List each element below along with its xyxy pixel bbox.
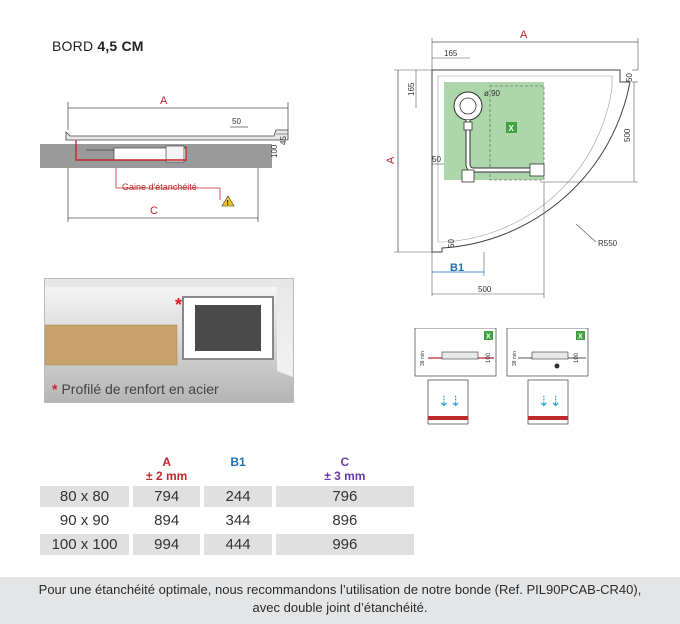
footer-line-2: avec double joint d’étanchéité. [252,600,428,615]
table-row: 80 x 80 794 244 796 [40,486,414,507]
header-a: A ± 2 mm [146,455,188,483]
profile-star: * [175,295,182,315]
profile-illustration: * [45,287,293,402]
profile-caption: *Profilé de renfort en acier [52,381,219,397]
plan-radius: R550 [598,239,618,248]
dim-a-label: A [160,95,168,107]
cross-section-diagram: A 50 Gaine d'étanchéité ! 100 45 C [40,95,289,222]
plan-dim-a-top: A [520,29,528,41]
plan-dim-165-side: 165 [407,82,416,96]
tray-profile [65,129,289,141]
svg-text:⇣⇣: ⇣⇣ [438,393,461,409]
plan-diagram: A 165 A 165 ø 90 X 50 500 50 50 B1 500 R… [385,29,639,298]
drain-diameter: ø 90 [484,89,501,98]
table-header-row: A ± 2 mm B1 C ± 3 mm [40,455,414,483]
warning-icon [221,195,235,207]
plan-dim-50-left: 50 [432,155,441,164]
plan-dim-b1: B1 [450,262,464,274]
plan-dim-500-right: 500 [623,128,632,142]
header-b1: B1 [230,455,246,469]
title-value: 4,5 CM [97,38,144,54]
drain-circle [453,91,483,121]
header-c: C ± 3 mm [324,455,366,483]
caption-star: * [52,381,58,397]
plan-dim-165-top: 165 [444,49,458,58]
x-badge-icon [506,122,517,133]
plan-dim-500-bottom: 500 [478,285,492,294]
table-row: 90 x 90 894 344 896 [40,510,414,531]
install-icons: X 38 min 100 ⇣⇣ X 38 min 100 ⇣⇣ [414,328,589,425]
dim-c-label: C [150,205,158,217]
svg-text:!: ! [227,200,229,207]
install-icon-left: X 38 min 100 ⇣⇣ [414,328,497,425]
profile-photo: * [44,278,294,403]
dim-50-label: 50 [232,117,241,126]
gaine-outline [75,140,187,161]
svg-text:X: X [509,124,515,133]
dim-100-label: 100 [270,144,279,158]
dimensions-table: A ± 2 mm B1 C ± 3 mm 80 x 80 794 244 796… [36,452,418,558]
svg-text:100: 100 [574,352,580,363]
svg-text:X: X [578,334,583,341]
plan-dim-a-side: A [385,156,397,164]
page-title: BORD 4,5 CM [52,38,144,54]
footer-note: Pour une étanchéité optimale, nous recom… [0,577,680,624]
plan-dim-50-right: 50 [625,73,634,82]
svg-text:100: 100 [486,352,492,363]
wood-core [45,325,177,365]
svg-text:X: X [486,334,491,341]
svg-text:38 min: 38 min [420,351,426,366]
table-row: 100 x 100 994 444 996 [40,534,414,555]
caption-text: Profilé de renfort en acier [61,381,219,397]
dim-45-label: 45 [279,136,288,145]
footer-line-1: Pour une étanchéité optimale, nous recom… [38,582,642,597]
gaine-label: Gaine d'étanchéité [122,182,197,192]
svg-text:38 min: 38 min [512,351,518,366]
header-size [40,455,129,483]
svg-text:⇣⇣: ⇣⇣ [538,393,561,409]
plan-dim-50-bottom: 50 [447,239,456,248]
title-prefix: BORD [52,38,94,54]
install-icon-right: X 38 min 100 ⇣⇣ [506,328,589,425]
